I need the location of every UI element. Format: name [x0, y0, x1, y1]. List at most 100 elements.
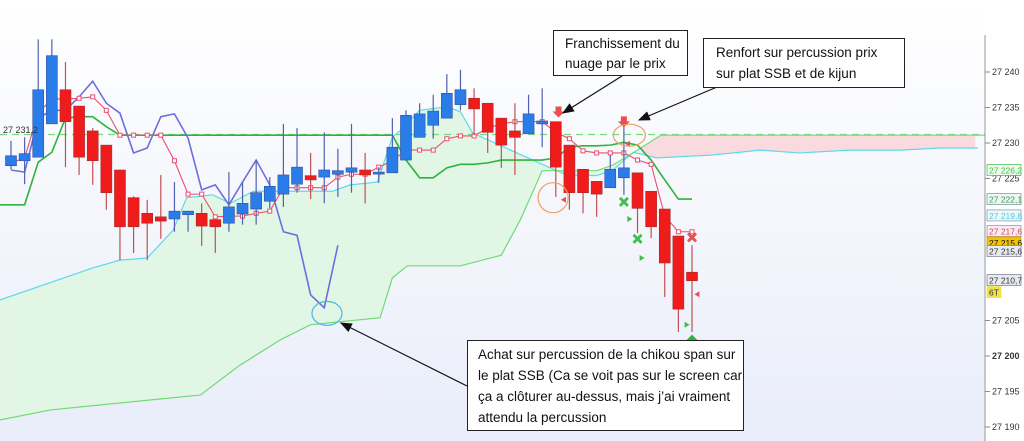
annotation-line: Franchissement du — [565, 36, 680, 51]
price-tick-label: 27 190 — [992, 422, 1020, 432]
candle-down — [658, 208, 671, 264]
signal-triangle-right-icon — [627, 215, 633, 222]
candle-down — [59, 89, 72, 123]
price-tick-label: 27 195 — [992, 387, 1020, 397]
price-badge — [986, 286, 1002, 298]
signal-arrow-down-icon — [552, 106, 565, 118]
candle-down — [304, 175, 317, 181]
candle-up — [427, 110, 440, 126]
price-badge — [986, 274, 1022, 286]
tenkan-marker — [580, 148, 586, 154]
price-badge — [986, 225, 1022, 237]
tenkan-marker — [566, 136, 572, 142]
highlight-circle — [612, 123, 646, 147]
annotation-line: nuage par le prix — [565, 56, 666, 71]
price-badge-label: 27 219,8 — [989, 211, 1022, 221]
annotation-line: Renfort sur percussion prix — [716, 45, 878, 60]
signal-triangle-right-icon — [684, 321, 690, 328]
tenkan-marker — [444, 136, 450, 142]
candle-up — [223, 206, 235, 224]
annotation-chikou-buy: Achat sur percussion de la chikou span s… — [467, 340, 744, 431]
highlight-circle — [311, 300, 343, 326]
price-badge-label: 27 210,7 — [989, 276, 1022, 286]
candle-down — [141, 212, 153, 224]
arrow-reinforcement — [637, 86, 718, 121]
tenkan-marker — [199, 191, 205, 197]
candle-up — [18, 153, 31, 162]
price-badge-label: 27 217,6 — [989, 227, 1022, 237]
candle-down — [577, 168, 589, 194]
candle-up — [318, 169, 331, 178]
cloud-bullish-area — [0, 106, 641, 420]
candle-down — [549, 121, 562, 168]
candle-up — [618, 167, 630, 179]
candle-down — [359, 169, 371, 176]
signal-triangle-left-icon — [624, 140, 630, 147]
price-badge-label: 27 222,1 — [989, 195, 1022, 205]
signal-cross-icon — [632, 233, 643, 244]
candle-up — [372, 171, 385, 175]
candle-down — [86, 130, 99, 162]
annotation-line: ça a clôturer au-dessus, mais j’ai vraim… — [478, 389, 731, 404]
candle-down — [209, 219, 222, 228]
price-badge-label: 27 215,6 — [989, 246, 1022, 256]
tenkan-marker — [76, 95, 82, 101]
candle-down — [563, 144, 576, 194]
candle-down — [686, 271, 698, 282]
price-badge — [986, 209, 1022, 222]
reference-price-label: 27 231,2 — [3, 125, 38, 135]
signal-arrow-down-icon — [617, 116, 630, 128]
candle-up — [46, 55, 58, 125]
candle-down — [590, 181, 603, 195]
signal-cross-icon — [687, 232, 697, 243]
cloud-bearish-area — [641, 135, 976, 158]
candle-down — [645, 190, 657, 228]
tenkan-marker — [103, 107, 109, 113]
candle-down — [495, 117, 508, 146]
tenkan-marker — [90, 94, 96, 100]
price-badge-label: 27 226,2 — [989, 165, 1022, 175]
candle-up — [5, 155, 17, 167]
candle-down — [127, 197, 140, 228]
annotation-line: Achat sur percussion de la chikou span s… — [478, 347, 736, 362]
tenkan-marker — [267, 208, 273, 214]
candle-up — [604, 168, 617, 189]
tenkan-marker — [607, 150, 613, 156]
candle-up — [236, 203, 249, 215]
annotation-line: attendu la percussion — [478, 410, 607, 425]
price-tick-label: 27 225 — [992, 174, 1020, 184]
price-badge — [986, 164, 1022, 176]
signal-triangle-left-icon — [694, 291, 700, 298]
ichimoku-cloud — [0, 106, 976, 420]
price-tick-label: 27 240 — [992, 67, 1020, 77]
tenkan-marker — [171, 158, 177, 164]
annotation-line: le plat SSB (Ca se voit pas sur le scree… — [478, 368, 743, 383]
annotation-cloud-cross: Franchissement du nuage par le prix — [553, 30, 688, 76]
candle-up — [441, 93, 453, 119]
highlight-circle — [537, 182, 569, 214]
price-tick-label: 27 205 — [992, 316, 1020, 326]
annotation-line: sur plat SSB et de kijun — [716, 66, 857, 81]
price-badge-label: 27 215,6 — [989, 238, 1022, 248]
candle-up — [182, 210, 194, 216]
tenkan-marker — [417, 147, 423, 153]
tenkan-marker — [457, 133, 463, 139]
tenkan-marker — [594, 150, 600, 156]
signals — [311, 106, 700, 346]
tenkan-marker — [689, 229, 695, 235]
signal-triangle-left-icon — [560, 196, 566, 203]
tenkan-marker — [131, 132, 137, 138]
annotation-reinforcement: Renfort sur percussion prix sur plat SSB… — [703, 38, 905, 88]
tenkan-marker — [158, 132, 164, 138]
candle-up — [413, 113, 426, 138]
candle-down — [73, 105, 85, 158]
candle-down — [672, 235, 685, 310]
arrow-chikou-buy — [339, 322, 468, 387]
tenkan-marker — [117, 132, 123, 138]
candle-up — [345, 167, 358, 173]
price-tick-label: 27 235 — [992, 103, 1020, 113]
price-tick-label: 27 200 — [992, 351, 1020, 361]
candle-up — [454, 89, 467, 105]
candle-up — [536, 120, 548, 125]
